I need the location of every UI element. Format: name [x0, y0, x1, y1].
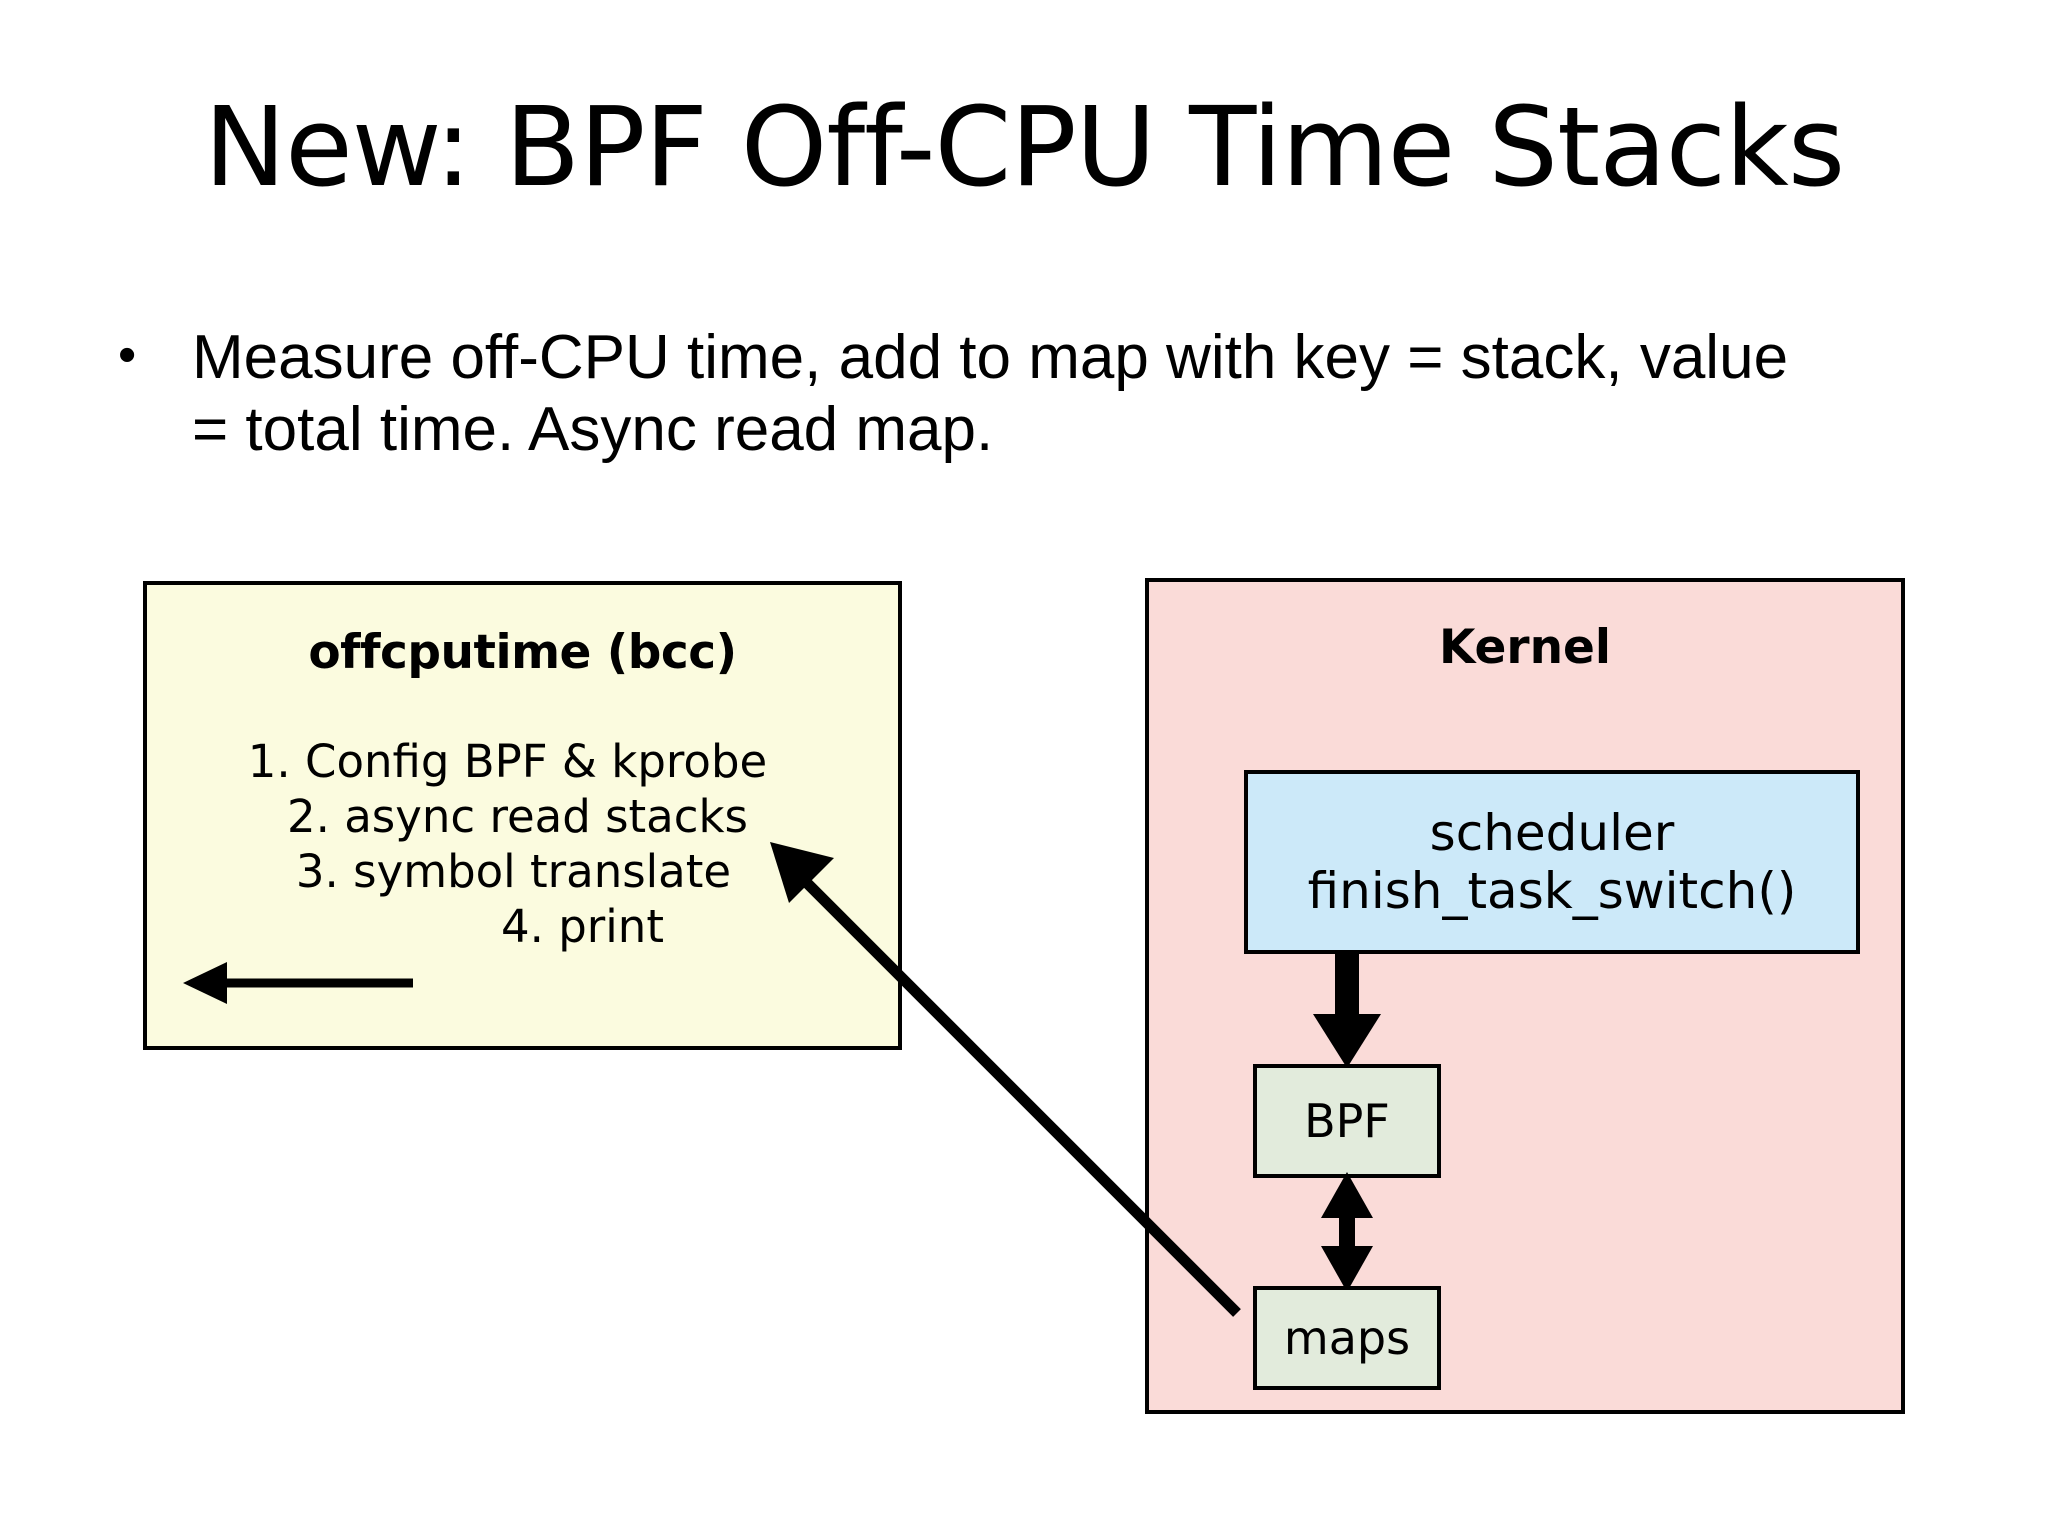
bullet-marker-icon: •: [118, 326, 137, 384]
list-item: 2. async read stacks: [286, 789, 748, 843]
page-title: New: BPF Off-CPU Time Stacks: [203, 83, 1845, 211]
kernel-panel: Kernel scheduler finish_task_switch() BP…: [1145, 578, 1905, 1414]
list-item: 1. Config BPF & kprobe: [247, 735, 768, 788]
bullet-list: • Measure off-CPU time, add to map with …: [118, 322, 1948, 466]
kernel-panel-title: Kernel: [1438, 620, 1612, 675]
list-item: 3. symbol translate: [295, 844, 732, 898]
scheduler-to-bpf-arrow-icon: [1313, 950, 1381, 1068]
maps-box-label: maps: [1283, 1311, 1411, 1365]
scheduler-box-line-2: finish_task_switch(): [1307, 862, 1797, 920]
bpf-box: BPF: [1253, 1064, 1441, 1178]
bpf-box-label: BPF: [1304, 1094, 1390, 1148]
bpf-maps-bidirectional-arrow-icon: [1321, 1172, 1373, 1292]
offcputime-panel: offcputime (bcc) 1. Config BPF & kprobe …: [143, 581, 902, 1050]
print-output-arrow-icon: [183, 962, 413, 1004]
maps-box: maps: [1253, 1286, 1441, 1390]
scheduler-box-line-1: scheduler: [1429, 804, 1675, 862]
scheduler-box: scheduler finish_task_switch(): [1244, 770, 1860, 954]
offcputime-panel-title: offcputime (bcc): [308, 625, 737, 680]
bullet-text: Measure off-CPU time, add to map with ke…: [192, 323, 1789, 464]
offcputime-step-list: 1. Config BPF & kprobe 2. async read sta…: [147, 735, 898, 955]
list-item: 4. print: [501, 899, 664, 953]
